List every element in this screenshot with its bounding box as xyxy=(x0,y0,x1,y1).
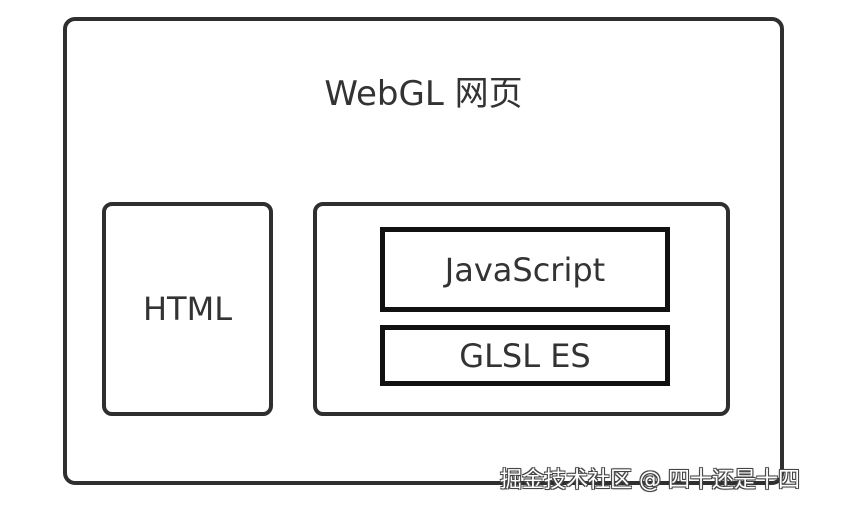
diagram-title: WebGL 网页 xyxy=(324,74,523,114)
glsl-node-label: GLSL ES xyxy=(459,336,591,375)
watermark-text: 掘金技术社区 @ 四十还是十四 xyxy=(500,468,800,493)
html-node-label: HTML xyxy=(142,290,233,328)
javascript-node-label: JavaScript xyxy=(444,250,606,289)
glsl-node: GLSL ES xyxy=(380,325,670,386)
javascript-node: JavaScript xyxy=(380,227,670,312)
html-node: HTML xyxy=(102,202,273,416)
